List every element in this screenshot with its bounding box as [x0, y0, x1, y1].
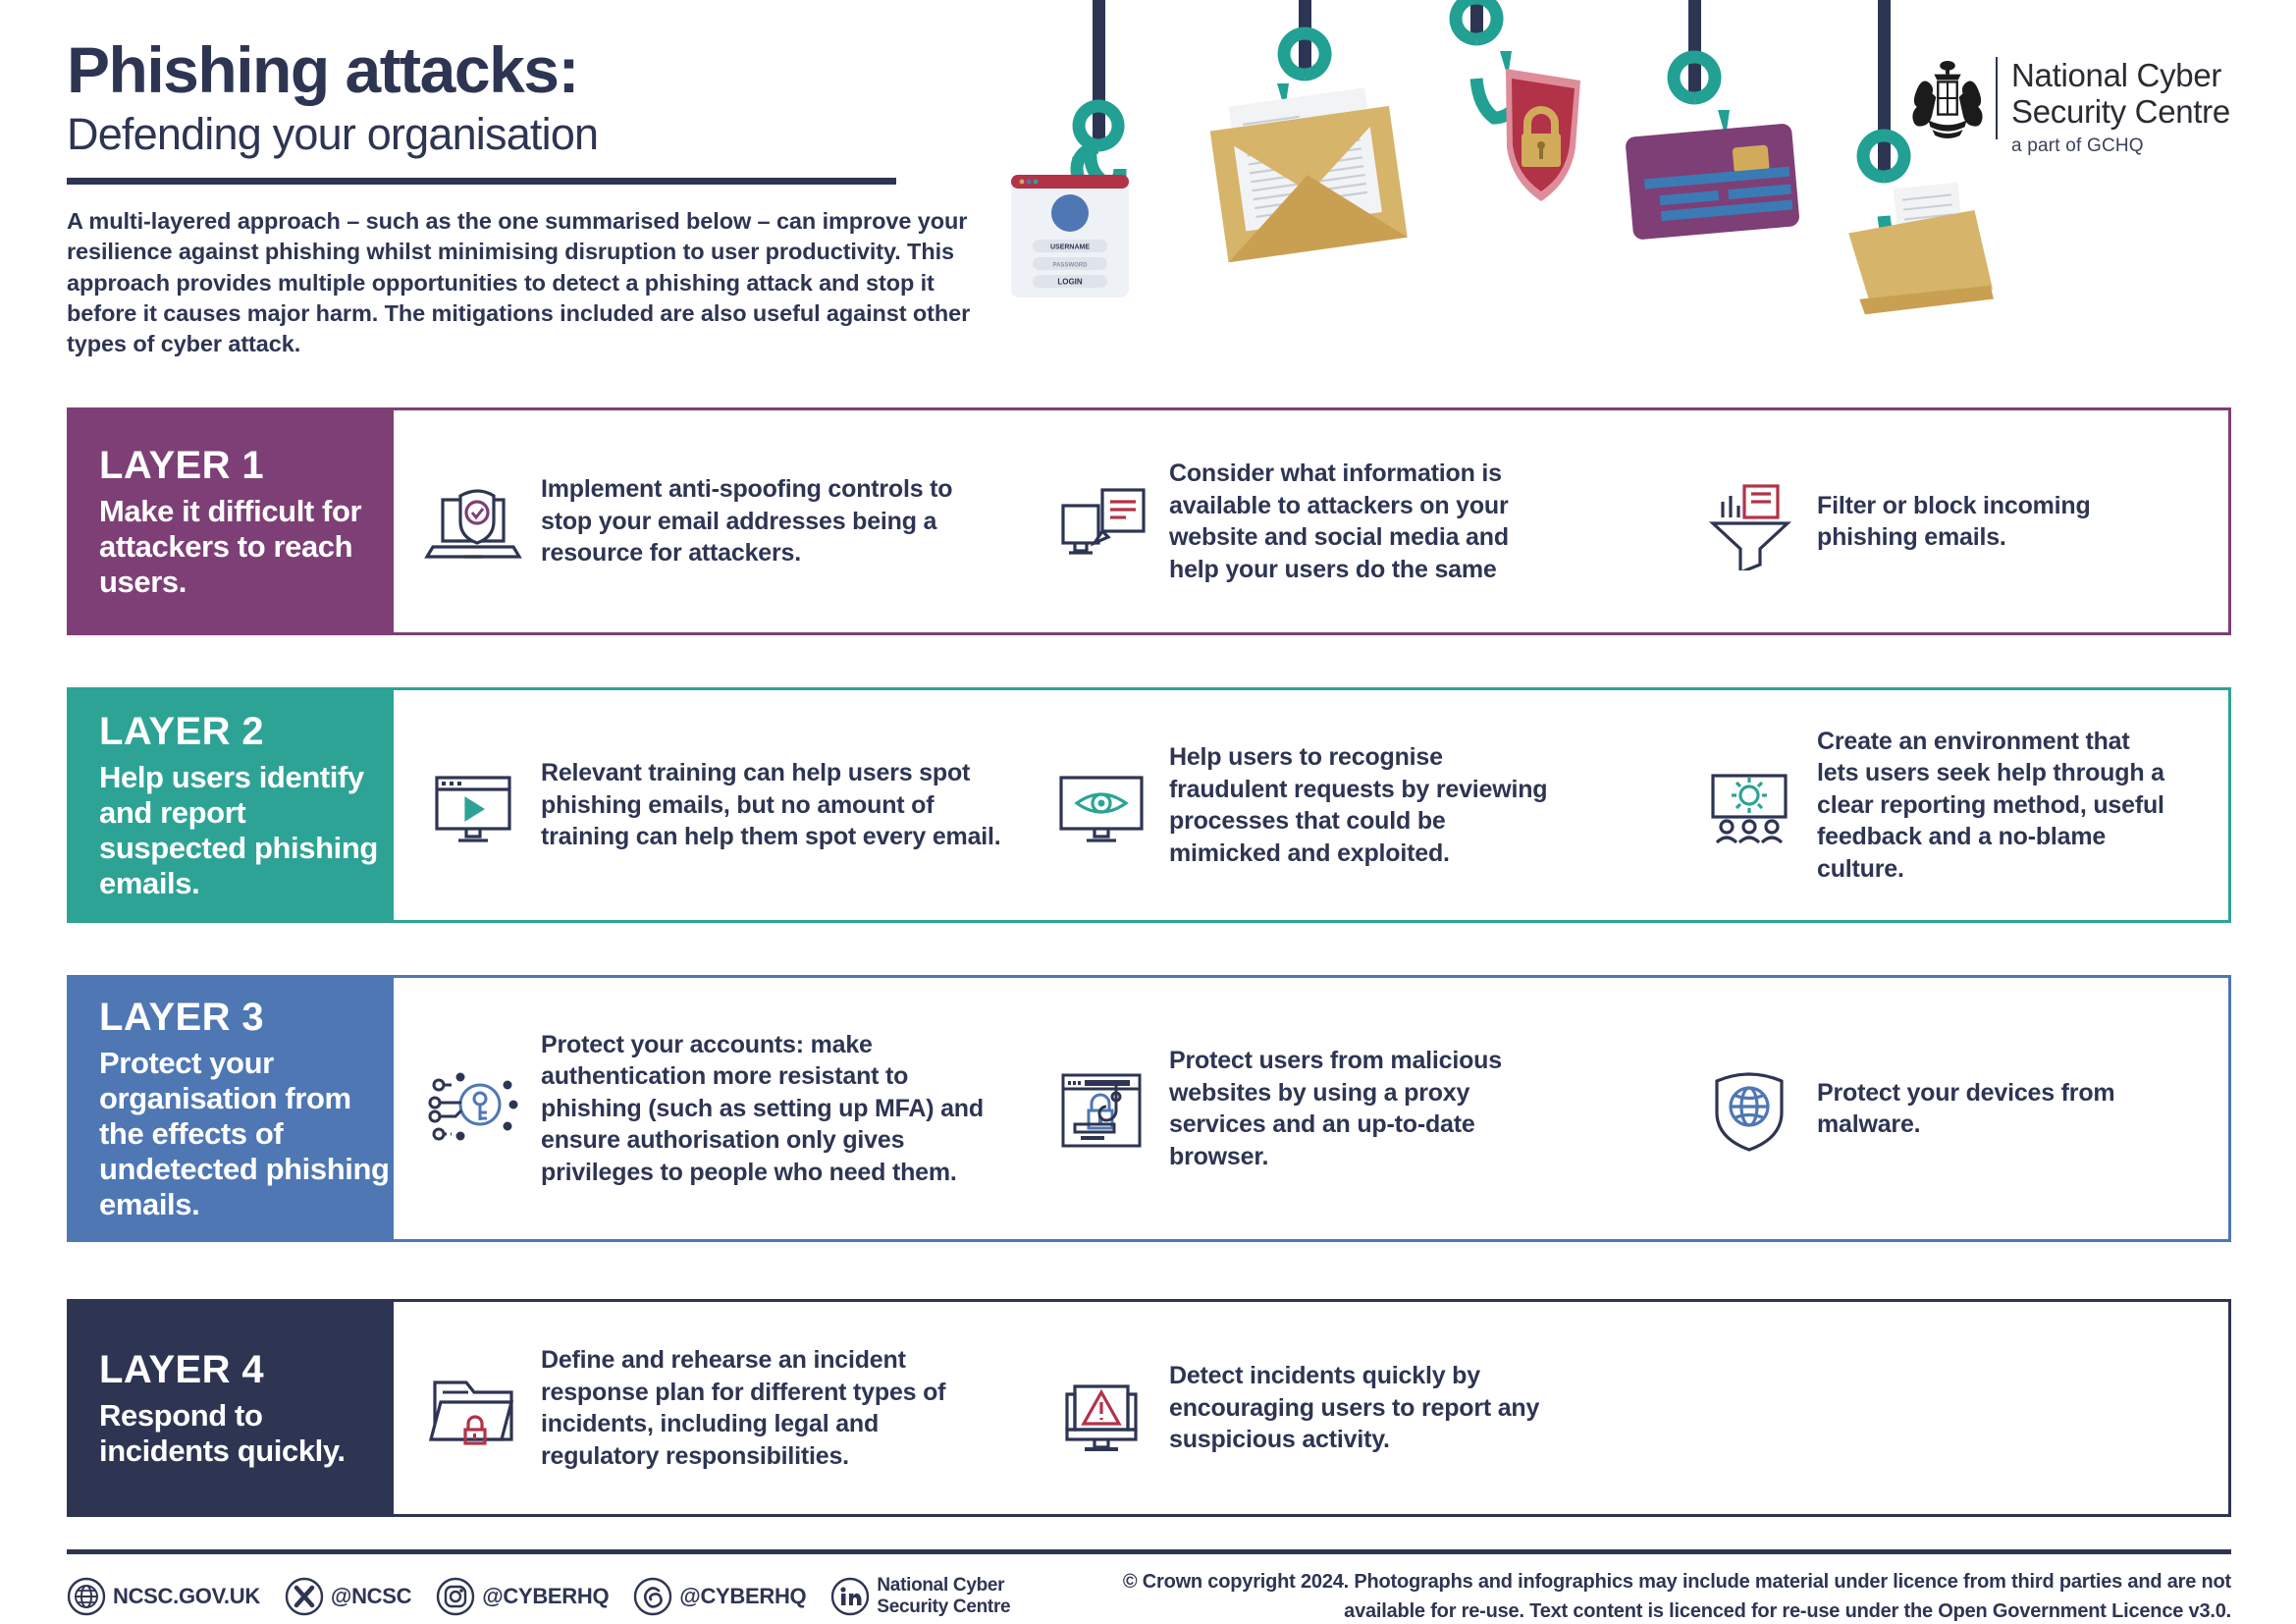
ncsc-logo: National Cyber Security Centre a part of…: [1909, 57, 2230, 157]
layer-2-band: LAYER 2 Help users identify and report s…: [67, 687, 2231, 923]
layer-1-cell-3: Filter or block incoming phishing emails…: [1695, 472, 2265, 570]
shield-globe-malware-icon: [1695, 1059, 1803, 1158]
layer-2-description: Help users identify and report suspected…: [99, 760, 378, 900]
layer-1-cell-1-text: Implement anti-spoofing controls to stop…: [541, 475, 953, 568]
footer-divider: [67, 1549, 2231, 1554]
hook-credit-card-icon: [1626, 0, 1799, 240]
threads-icon: [634, 1577, 672, 1616]
layer-4-content: Define and rehearse an incident response…: [394, 1302, 2228, 1514]
layer-3-cell-2: Protect users from malicious websites by…: [1047, 1045, 1695, 1172]
layer-3-cell-3-text: Protect your devices from malware.: [1817, 1078, 2115, 1139]
instagram-icon: [437, 1577, 475, 1616]
social-label-x: @NCSC: [330, 1584, 412, 1608]
logo-line-2: Security Centre: [2011, 92, 2230, 130]
layer-1-sidebar: LAYER 1 Make it difficult for attackers …: [70, 410, 394, 632]
layer-1-cell-2-text: Consider what information is available t…: [1169, 460, 1509, 583]
layer-3-cell-3: Protect your devices from malware.: [1695, 1059, 2265, 1158]
logo-divider: [1996, 57, 1998, 139]
social-label-instagram: @CYBERHQ: [482, 1584, 610, 1608]
layer-1-number: LAYER 1: [99, 444, 265, 488]
social-label-linkedin: National Cyber Security Centre: [877, 1574, 1011, 1617]
desktop-social-media-icon: [1047, 472, 1155, 570]
layer-3-number: LAYER 3: [99, 996, 265, 1040]
layer-4-cell-2: Detect incidents quickly by encouraging …: [1047, 1359, 1695, 1457]
layer-3-cell-1-text: Protect your accounts: make authenticati…: [541, 1030, 984, 1186]
layer-2-cell-3: Create an environment that lets users se…: [1695, 726, 2265, 886]
svg-text:USERNAME: USERNAME: [1050, 244, 1090, 251]
email-filter-funnel-icon: [1695, 472, 1803, 570]
layer-4-number: LAYER 4: [99, 1348, 265, 1392]
page-title: Phishing attacks:: [67, 33, 579, 106]
layer-4-description: Respond to incidents quickly.: [99, 1398, 346, 1468]
training-video-monitor-icon: [419, 756, 527, 854]
social-link-threads[interactable]: @CYBERHQ: [633, 1577, 807, 1616]
layer-1-content: Implement anti-spoofing controls to stop…: [394, 410, 2282, 632]
layer-4-cell-1: Define and rehearse an incident response…: [419, 1344, 1047, 1472]
globe-icon: [67, 1577, 106, 1616]
social-links: NCSC.GOV.UK @NCSC @CYBERHQ: [67, 1575, 1027, 1618]
social-link-x[interactable]: @NCSC: [285, 1577, 412, 1616]
layer-2-cell-2: Help users to recognise fraudulent reque…: [1047, 741, 1695, 869]
monitor-alert-warning-icon: [1047, 1359, 1155, 1457]
title-divider: [67, 178, 896, 186]
layer-4-sidebar: LAYER 4 Respond to incidents quickly.: [70, 1302, 394, 1514]
footer: NCSC.GOV.UK @NCSC @CYBERHQ: [67, 1567, 2231, 1624]
layer-3-sidebar: LAYER 3 Protect your organisation from t…: [70, 978, 394, 1239]
social-label-website: NCSC.GOV.UK: [113, 1584, 260, 1608]
layer-2-cell-1: Relevant training can help users spot ph…: [419, 756, 1047, 854]
folder-lock-incident-plan-icon: [419, 1359, 527, 1457]
layer-1-band: LAYER 1 Make it difficult for attackers …: [67, 407, 2231, 635]
layer-3-band: LAYER 3 Protect your organisation from t…: [67, 975, 2231, 1242]
layer-4-cell-1-text: Define and rehearse an incident response…: [541, 1346, 946, 1470]
hook-shield-padlock-icon: [1449, 0, 1580, 201]
layer-3-cell-2-text: Protect users from malicious websites by…: [1169, 1047, 1502, 1170]
title-block: Phishing attacks: Defending your organis…: [67, 33, 1009, 359]
hook-login-card-icon: USERNAME PASSWORD LOGIN: [1011, 0, 1129, 298]
layer-3-description: Protect your organisation from the effec…: [99, 1046, 390, 1221]
layer-3-cell-1: Protect your accounts: make authenticati…: [419, 1029, 1047, 1189]
x-twitter-icon: [285, 1577, 324, 1616]
logo-line-1: National Cyber: [2011, 57, 2222, 93]
linkedin-icon: [831, 1577, 870, 1616]
hook-folder-documents-icon: [1848, 0, 1994, 315]
layer-1-cell-1: Implement anti-spoofing controls to stop…: [419, 472, 1047, 570]
page-subtitle: Defending your organisation: [67, 109, 599, 160]
hanging-hooks-illustration: USERNAME PASSWORD LOGIN: [1001, 0, 1994, 339]
layer-1-cell-2: Consider what information is available t…: [1047, 458, 1695, 585]
intro-paragraph: A multi-layered approach – such as the o…: [67, 208, 971, 357]
eye-monitor-review-icon: [1047, 756, 1155, 854]
layer-3-content: Protect your accounts: make authenticati…: [394, 978, 2282, 1239]
social-link-linkedin[interactable]: National Cyber Security Centre: [830, 1574, 1011, 1618]
browser-padlock-hook-icon: [1047, 1059, 1155, 1158]
layer-2-cell-3-text: Create an environment that lets users se…: [1817, 727, 2164, 883]
svg-text:PASSWORD: PASSWORD: [1053, 263, 1089, 269]
royal-crest-icon: [1912, 60, 1983, 138]
layer-4-cell-2-text: Detect incidents quickly by encouraging …: [1169, 1362, 1540, 1454]
reporting-culture-gear-icon: [1695, 756, 1803, 854]
header: Phishing attacks: Defending your organis…: [0, 0, 2296, 393]
layer-2-sidebar: LAYER 2 Help users identify and report s…: [70, 690, 394, 920]
copyright-notice: © Crown copyright 2024. Photographs and …: [1122, 1571, 2231, 1622]
logo-gchq-line: a part of GCHQ: [2011, 135, 2144, 156]
laptop-shield-check-icon: [419, 472, 527, 570]
layer-2-cell-1-text: Relevant training can help users spot ph…: [541, 759, 1001, 851]
layer-1-description: Make it difficult for attackers to reach…: [99, 494, 362, 599]
social-link-website[interactable]: NCSC.GOV.UK: [67, 1577, 260, 1616]
layer-2-cell-2-text: Help users to recognise fraudulent reque…: [1169, 743, 1548, 867]
social-link-instagram[interactable]: @CYBERHQ: [436, 1577, 610, 1616]
layer-2-content: Relevant training can help users spot ph…: [394, 690, 2282, 920]
logo-wordmark: National Cyber Security Centre a part of…: [2011, 57, 2230, 157]
layer-4-band: LAYER 4 Respond to incidents quickly. De…: [67, 1299, 2231, 1517]
layer-2-number: LAYER 2: [99, 710, 265, 754]
social-label-threads: @CYBERHQ: [679, 1584, 807, 1608]
hook-envelope-letter-icon: [1209, 0, 1408, 263]
svg-text:LOGIN: LOGIN: [1057, 278, 1083, 287]
key-authentication-icon: [419, 1059, 527, 1158]
layer-1-cell-3-text: Filter or block incoming phishing emails…: [1817, 491, 2091, 552]
